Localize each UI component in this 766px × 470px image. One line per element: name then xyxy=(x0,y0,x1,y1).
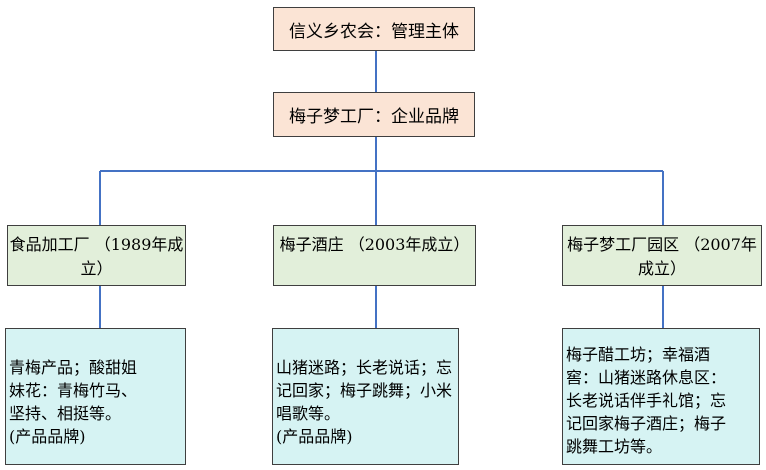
node-desc-park: 梅子醋工坊；幸福酒 窖：山猪迷路休息区： 长老说话伴手礼馆；忘 记回家梅子酒庄；… xyxy=(562,328,760,465)
desc-line: 梅子醋工坊；幸福酒 xyxy=(566,345,711,364)
node-brand: 梅子梦工厂：企业品牌 xyxy=(273,92,475,137)
desc-line: 记回家；梅子跳舞；小米 xyxy=(276,381,453,400)
unit-founded: （1989年成立） xyxy=(80,235,184,278)
desc-line: 跳舞工坊等。 xyxy=(566,437,663,456)
desc-line: 长老说话伴手礼馆；忘 xyxy=(566,391,727,410)
node-root: 信义乡农会：管理主体 xyxy=(273,7,475,51)
node-unit-winery: 梅子酒庄 （2003年成立） xyxy=(273,225,476,286)
unit-name: 梅子酒庄 xyxy=(279,235,344,254)
desc-line: 妹花：青梅竹马、 xyxy=(9,381,138,400)
desc-line: (产品品牌) xyxy=(276,427,353,446)
node-desc-winery: 山猪迷路；长老说话；忘 记回家；梅子跳舞；小米 唱歌等。 (产品品牌) xyxy=(272,328,459,465)
unit-founded: （2007年成立） xyxy=(637,235,757,278)
unit-founded: （2003年成立） xyxy=(348,235,470,254)
unit-name: 食品加工厂 xyxy=(9,235,90,254)
desc-line: 青梅产品；酸甜姐 xyxy=(9,358,138,377)
node-root-label: 信义乡农会：管理主体 xyxy=(289,21,459,42)
desc-line: 坚持、相挺等。 xyxy=(9,404,122,423)
node-brand-label: 梅子梦工厂：企业品牌 xyxy=(289,107,459,127)
node-desc-food-factory: 青梅产品；酸甜姐 妹花：青梅竹马、 坚持、相挺等。 (产品品牌) xyxy=(5,328,186,465)
desc-line: 窖：山猪迷路休息区： xyxy=(566,368,727,387)
desc-line: 山猪迷路；长老说话；忘 xyxy=(276,358,453,377)
desc-line: (产品品牌) xyxy=(9,427,86,446)
node-unit-food-factory: 食品加工厂 （1989年成立） xyxy=(7,225,186,286)
node-unit-park: 梅子梦工厂园区 （2007年成立） xyxy=(562,225,762,286)
desc-line: 唱歌等。 xyxy=(276,404,341,423)
unit-name: 梅子梦工厂园区 xyxy=(567,235,680,254)
desc-line: 记回家梅子酒庄；梅子 xyxy=(566,414,727,433)
